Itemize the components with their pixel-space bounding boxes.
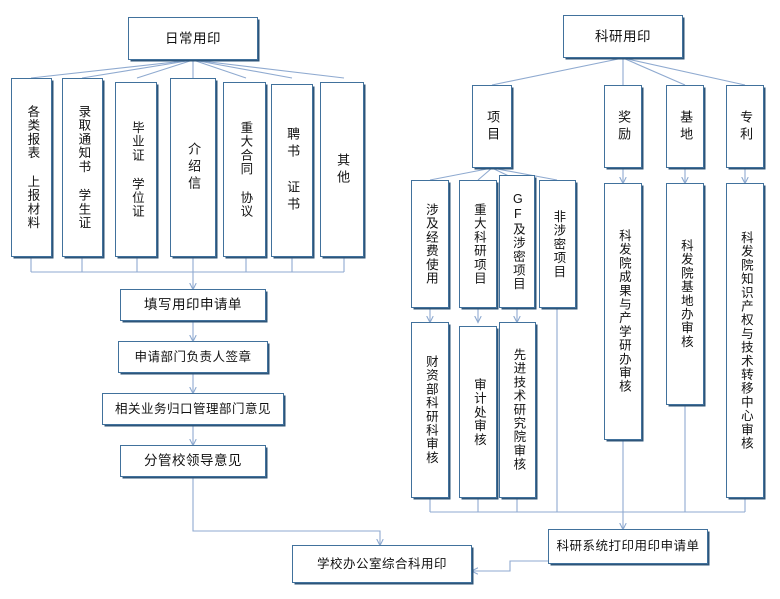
left-step-2[interactable]: 相关业务归口管理部门意见 (102, 393, 284, 425)
left-category-6-label: 其他 (335, 152, 351, 187)
project-subtype-1-label: 重大科研项目 (471, 202, 486, 286)
left-root-node[interactable]: 日常用印 (128, 17, 258, 60)
right-category-patent-label: 专利 (738, 109, 754, 144)
review-ip-transfer[interactable]: 科发院知识产权与技术转移中心审核 (726, 183, 764, 498)
left-step-0-label: 填写用印申请单 (144, 297, 242, 313)
print-request-node[interactable]: 科研系统打印用印申请单 (548, 529, 708, 564)
left-category-1-label: 录取通知书 学生证 (76, 105, 91, 230)
review-advanced-tech-label: 先进技术研究院审核 (511, 348, 526, 472)
right-category-project-label: 项目 (485, 109, 501, 144)
left-category-5[interactable]: 聘书 证书 (271, 84, 313, 257)
left-step-1-label: 申请部门负责人签章 (134, 349, 252, 364)
left-step-3-label: 分管校领导意见 (144, 453, 242, 469)
review-achievement[interactable]: 科发院成果与产学研办审核 (604, 183, 642, 440)
project-subtype-2-label: GF及涉密项目 (510, 192, 525, 291)
left-step-3[interactable]: 分管校领导意见 (120, 445, 266, 477)
project-subtype-3[interactable]: 非涉密项目 (539, 180, 576, 308)
left-category-2-label: 毕业证 学位证 (129, 120, 144, 219)
right-category-award-label: 奖励 (616, 109, 632, 144)
left-root-label: 日常用印 (165, 30, 221, 46)
right-root-node[interactable]: 科研用印 (563, 15, 683, 58)
final-node[interactable]: 学校办公室综合科用印 (292, 545, 472, 583)
project-subtype-2[interactable]: GF及涉密项目 (499, 175, 535, 308)
review-ip-transfer-label: 科发院知识产权与技术转移中心审核 (738, 230, 753, 451)
review-audit-label: 审计处审核 (471, 377, 486, 447)
review-base-office[interactable]: 科发院基地办审核 (666, 183, 704, 405)
review-finance-label: 财资部科研科审核 (423, 355, 438, 465)
left-category-3[interactable]: 介绍信 (170, 78, 216, 257)
right-root-label: 科研用印 (595, 28, 651, 44)
review-finance[interactable]: 财资部科研科审核 (411, 322, 449, 498)
left-category-5-label: 聘书 证书 (285, 127, 301, 214)
project-subtype-0-label: 涉及经费使用 (423, 202, 438, 286)
project-subtype-1[interactable]: 重大科研项目 (459, 180, 497, 308)
left-category-1[interactable]: 录取通知书 学生证 (62, 78, 103, 257)
right-category-base[interactable]: 基地 (666, 85, 704, 168)
left-step-2-label: 相关业务归口管理部门意见 (114, 401, 271, 416)
right-category-patent[interactable]: 专利 (726, 85, 764, 168)
review-advanced-tech[interactable]: 先进技术研究院审核 (499, 322, 536, 498)
right-category-project[interactable]: 项目 (472, 85, 512, 168)
left-category-4[interactable]: 重大合同 协议 (223, 82, 266, 257)
project-subtype-0[interactable]: 涉及经费使用 (411, 180, 449, 308)
project-subtype-3-label: 非涉密项目 (551, 209, 566, 279)
left-category-2[interactable]: 毕业证 学位证 (115, 82, 157, 257)
review-base-office-label: 科发院基地办审核 (678, 239, 693, 349)
left-category-0[interactable]: 各类报表 上报材料 (11, 78, 52, 257)
left-category-4-label: 重大合同 协议 (238, 120, 253, 219)
left-category-3-label: 介绍信 (186, 142, 202, 193)
print-request-label: 科研系统打印用印申请单 (556, 539, 700, 554)
review-audit[interactable]: 审计处审核 (459, 326, 497, 498)
left-category-6[interactable]: 其他 (320, 82, 364, 257)
left-step-1[interactable]: 申请部门负责人签章 (118, 341, 268, 373)
review-achievement-label: 科发院成果与产学研办审核 (616, 229, 631, 394)
final-node-label: 学校办公室综合科用印 (316, 556, 447, 571)
right-category-award[interactable]: 奖励 (604, 85, 642, 168)
right-category-base-label: 基地 (678, 109, 694, 144)
left-category-0-label: 各类报表 上报材料 (25, 105, 40, 230)
left-step-0[interactable]: 填写用印申请单 (120, 289, 266, 321)
